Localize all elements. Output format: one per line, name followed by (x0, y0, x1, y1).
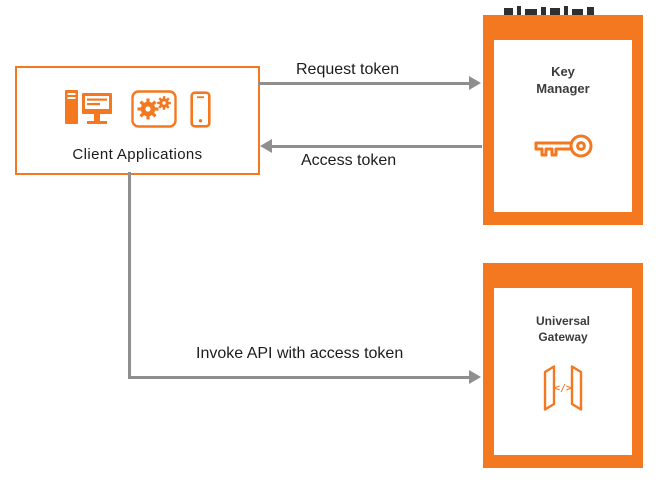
code-gateway-icon: </> (543, 365, 583, 411)
invoke-api-arrow-line (128, 376, 469, 379)
access-token-label: Access token (301, 152, 397, 169)
glyph-fragment (550, 8, 560, 15)
glyph-fragment (564, 6, 568, 15)
key-manager-label: Key Manager (536, 64, 590, 96)
glyph-fragment (587, 7, 594, 15)
gears-icon (131, 90, 177, 128)
glyph-fragment (525, 9, 537, 15)
glyph-fragment (517, 6, 521, 15)
universal-gateway-label: Universal Gateway (535, 314, 591, 344)
key-manager-inner: Key Manager (494, 40, 632, 212)
key-icon (534, 134, 593, 158)
cropped-text (504, 4, 594, 15)
smartphone-icon (190, 90, 211, 128)
client-applications-box: Client Applications (15, 66, 260, 175)
invoke-api-arrow-vertical-line (128, 172, 131, 379)
svg-text:</>: </> (554, 383, 572, 394)
request-token-arrowhead (469, 76, 481, 90)
key-manager-panel: Key Manager (483, 15, 643, 225)
universal-gateway-inner: Universal Gateway </> (494, 288, 632, 455)
request-token-label: Request token (296, 61, 400, 78)
client-applications-label: Client Applications (72, 146, 203, 163)
client-icons-row (17, 84, 258, 134)
invoke-api-arrowhead (469, 370, 481, 384)
access-token-arrowhead (260, 139, 272, 153)
glyph-fragment (541, 7, 546, 15)
desktop-computer-icon (65, 90, 112, 124)
invoke-api-label: Invoke API with access token (196, 345, 404, 362)
glyph-fragment (572, 9, 583, 15)
glyph-fragment (504, 8, 513, 15)
access-token-arrow-line (272, 145, 482, 148)
universal-gateway-panel: Universal Gateway </> (483, 263, 643, 468)
request-token-arrow-line (258, 82, 469, 85)
